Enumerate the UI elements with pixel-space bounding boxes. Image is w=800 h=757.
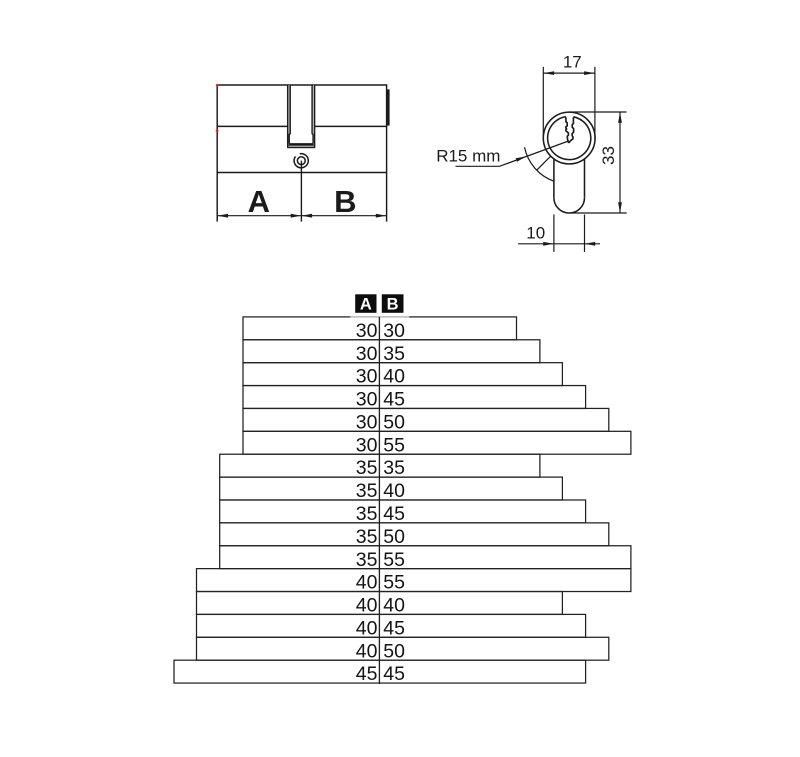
svg-text:35: 35 — [356, 549, 378, 571]
svg-text:40: 40 — [383, 595, 405, 617]
svg-text:30: 30 — [356, 343, 378, 365]
svg-text:35: 35 — [356, 457, 378, 479]
svg-text:30: 30 — [356, 320, 378, 342]
svg-text:45: 45 — [383, 503, 405, 525]
svg-text:45: 45 — [356, 663, 378, 685]
svg-text:35: 35 — [383, 457, 405, 479]
svg-text:40: 40 — [383, 480, 405, 502]
svg-text:17: 17 — [563, 53, 582, 72]
svg-text:33: 33 — [599, 146, 618, 165]
svg-text:45: 45 — [383, 663, 405, 685]
svg-text:R15 mm: R15 mm — [436, 147, 500, 166]
svg-text:40: 40 — [356, 595, 378, 617]
svg-text:45: 45 — [383, 617, 405, 639]
svg-text:40: 40 — [383, 366, 405, 388]
svg-text:30: 30 — [356, 389, 378, 411]
svg-text:35: 35 — [356, 503, 378, 525]
svg-text:A: A — [248, 184, 270, 219]
svg-text:40: 40 — [356, 617, 378, 639]
svg-text:45: 45 — [383, 389, 405, 411]
svg-text:35: 35 — [383, 343, 405, 365]
svg-text:30: 30 — [356, 411, 378, 433]
svg-text:55: 55 — [383, 434, 405, 456]
svg-text:50: 50 — [383, 526, 405, 548]
svg-text:10: 10 — [526, 224, 545, 243]
svg-text:40: 40 — [356, 640, 378, 662]
svg-text:55: 55 — [383, 549, 405, 571]
svg-text:50: 50 — [383, 411, 405, 433]
svg-text:40: 40 — [356, 572, 378, 594]
svg-text:B: B — [387, 296, 399, 314]
svg-text:35: 35 — [356, 480, 378, 502]
svg-text:30: 30 — [356, 366, 378, 388]
svg-text:55: 55 — [383, 572, 405, 594]
svg-text:A: A — [360, 296, 372, 314]
svg-text:B: B — [334, 184, 356, 219]
svg-text:50: 50 — [383, 640, 405, 662]
svg-text:35: 35 — [356, 526, 378, 548]
svg-text:30: 30 — [356, 434, 378, 456]
svg-text:30: 30 — [383, 320, 405, 342]
